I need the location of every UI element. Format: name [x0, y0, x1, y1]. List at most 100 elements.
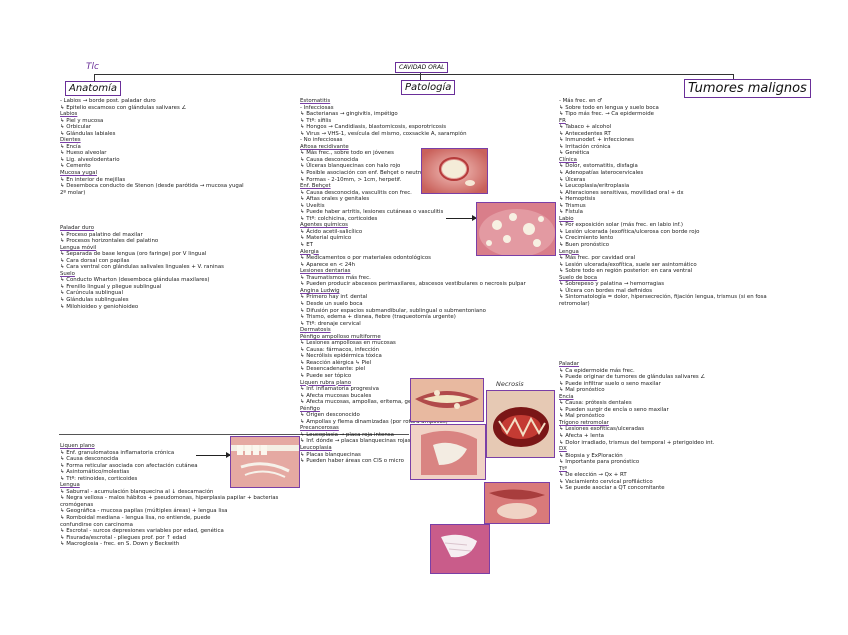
tree-left-drop — [94, 74, 95, 82]
note-line: ↳ Causa desconocida — [300, 156, 359, 163]
note-line: Pénfigo — [300, 405, 320, 412]
note-line: ↳ Romboidal mediana - lengua lisa, no en… — [60, 515, 211, 522]
note-line: ↳ Alteraciones sensitivas, movilidad ora… — [559, 189, 684, 196]
section-tumores: Tumores malignos — [684, 79, 811, 98]
note-line: ↳ Aparece en < 24h — [300, 261, 356, 268]
note-line: ↳ Más frec., sobre todo en jóvenes — [300, 150, 394, 157]
arrow-behcet — [446, 215, 477, 221]
note-line: ↳ Uveítis — [300, 202, 325, 209]
note-line: ↳ Bacterianas → gingivitis, impétigo — [300, 111, 398, 118]
note-line: Labios — [60, 111, 78, 118]
note-line: FR — [559, 117, 566, 124]
note-line: ↳ Ácido acetil-salicílico — [300, 228, 363, 235]
note-line: ↳ Lesiones ampollosas en mucosas — [300, 340, 396, 347]
section-separator — [59, 434, 409, 435]
note-line: ↳ Puede ser tópico — [300, 372, 352, 379]
note-line: Leucoplasia — [300, 444, 332, 451]
note-line: ↳ Más frec. por cavidad oral — [559, 255, 636, 262]
note-line: ↳ Inmunodef. + infecciones — [559, 137, 634, 144]
note-line: ↳ Reacción alérgica ↳ Piel — [300, 359, 372, 366]
note-line: ↳ Adenopatías laterocervicales — [559, 170, 644, 177]
patologia-notes: Estomatitis- Infecciosas↳ Bacterianas → … — [300, 98, 526, 465]
note-line: ↳ Sobre todo en lengua y suelo boca — [559, 104, 659, 111]
photo-lichen-planus — [230, 436, 300, 488]
tree-right-drop — [733, 74, 734, 80]
note-line: DX — [559, 446, 567, 453]
note-line: Lengua — [60, 482, 80, 489]
photo-aphthous-ulcer — [421, 148, 488, 194]
note-line: ↳ Material químico — [300, 235, 352, 242]
note-line: ↳ Irritación crónica — [559, 143, 611, 150]
photo-lips-lesion — [410, 378, 484, 422]
note-line: ↳ Formas - 2-10mm, > 1cm, herpetif. — [300, 176, 402, 183]
note-line: ↳ Lesión ulcerada (exofítica/ulcerosa co… — [559, 228, 700, 235]
note-line: Ttº — [559, 465, 567, 472]
note-line: ↳ Genética — [559, 150, 590, 157]
note-line: ↳ Ampollas y flema dinamizadas (por rotu… — [300, 418, 448, 425]
note-line: Paladar — [559, 361, 580, 367]
note-line: Suelo de boca — [559, 274, 598, 281]
note-line: Precancerosas — [300, 425, 339, 432]
note-line: ↳ Hueso alveolar — [60, 150, 107, 157]
note-line: Liquen plano — [60, 443, 95, 449]
note-line: ↳ Leucoplasia → placa roja intensa — [300, 431, 394, 438]
anatomia-notes-top: - Labios → borde post. paladar duro↳ Epi… — [60, 98, 244, 196]
note-line: Trígono retromolar — [559, 419, 609, 426]
note-line: ↳ Afecta mucosas bucales — [300, 392, 372, 399]
note-line: ↳ Aftas orales y genitales — [300, 196, 370, 203]
note-line: ↳ Orbicular — [60, 124, 92, 131]
note-line: Enf. Behçet — [300, 183, 331, 190]
note-line: ↳ Causa desconocida — [60, 456, 119, 463]
note-line: ↳ Importante para pronóstico — [559, 459, 640, 466]
note-line: ↳ Escrotal - surcos depresiones variable… — [60, 528, 224, 535]
note-line: ↳ Buen pronóstico — [559, 242, 610, 249]
note-line: ↳ Saburral - acumulación blanquecina al … — [60, 488, 214, 495]
note-line: ↳ Afecta mucosas, ampollas, eritema, gen… — [300, 399, 474, 406]
note-line: ↳ Puede infiltrar suelo o seno maxilar — [559, 380, 661, 387]
note-line: ↳ Ttº: colchicina, corticoides — [300, 215, 378, 222]
note-line: - Más frec. en ♂ — [559, 98, 603, 104]
note-line: ↳ En interior de mejillas — [60, 176, 126, 183]
note-line: retromolar) — [559, 300, 590, 307]
note-line: Agentes químicos — [300, 222, 348, 229]
note-line: ↳ Ttº: sífilis — [300, 117, 332, 124]
note-line: Encía — [559, 393, 574, 400]
note-line: ↳ Hongos → Candidiasis, blastomicosis, e… — [300, 124, 447, 131]
note-line: Mucosa yugal — [60, 170, 97, 177]
note-line: Lesiones dentarias — [300, 268, 351, 275]
note-line: ↳ Trismus — [559, 202, 586, 209]
note-line: ↳ Lesión ulcerada/exofítica, suele ser a… — [559, 261, 697, 268]
note-line: ↳ Virus → VHS-1, vesícula del mismo, cox… — [300, 130, 467, 137]
note-line: ↳ Por exposición solar (más frec. en lab… — [559, 222, 683, 229]
note-line: ↳ Dolor irradiado, trismus del temporal … — [559, 439, 715, 446]
note-line: Pénfigo ampolloso multiforme — [300, 333, 381, 340]
note-line: ↳ Proceso palatino del maxilar — [60, 231, 143, 238]
note-line: ↳ Leucoplasia/eritroplasia — [559, 183, 630, 190]
note-line: ↳ Encía — [60, 143, 81, 150]
note-line: ↳ Ttº: retinoides, corticoides — [60, 475, 138, 482]
note-line: ↳ Pueden producir abscesos perimaxilares… — [300, 281, 526, 288]
note-line: ↳ Glándulas sublinguales — [60, 297, 129, 304]
note-line: Dientes — [60, 137, 81, 144]
arrow-lichen — [196, 452, 231, 458]
note-line: ↳ Cemento — [60, 163, 91, 170]
note-line: ↳ Desencadenante: piel — [300, 366, 366, 373]
tree-top-line — [94, 74, 734, 75]
note-line: ↳ Puede haber artritis, lesiones cutánea… — [300, 209, 444, 216]
note-line: Aftosa recidivante — [300, 143, 349, 150]
note-line: ↳ Primero hay inf. dental — [300, 294, 368, 301]
anatomia-notes-bottom: Paladar duro↳ Proceso palatino del maxil… — [60, 225, 224, 310]
note-line: ↳ De elección → Qx + RT — [559, 472, 627, 479]
note-line: ↳ Placas blanquecinas — [300, 451, 361, 458]
note-line: Labio — [559, 215, 574, 222]
note-line: ↳ Macroglosia - frec. en S. Down y Beckw… — [60, 541, 180, 548]
note-line: - Labios → borde post. paladar duro — [60, 98, 156, 104]
note-line: confundirse con carcinoma — [60, 521, 133, 528]
note-line: ↳ Negra vellosa - malos hábitos + pseudo… — [60, 495, 279, 502]
note-line: ↳ Lesiones exofíticas/ulceradas — [559, 426, 645, 433]
lichen-tongue-notes: Liquen plano↳ Enf. granulomatosa inflama… — [60, 443, 278, 548]
note-line: ↳ Forma reticular asociada con afectació… — [60, 462, 198, 469]
note-line: ↳ Inf. dónde → placas blanquecinas rojas — [300, 438, 411, 445]
corner-tab-label: Tlc — [86, 62, 99, 72]
